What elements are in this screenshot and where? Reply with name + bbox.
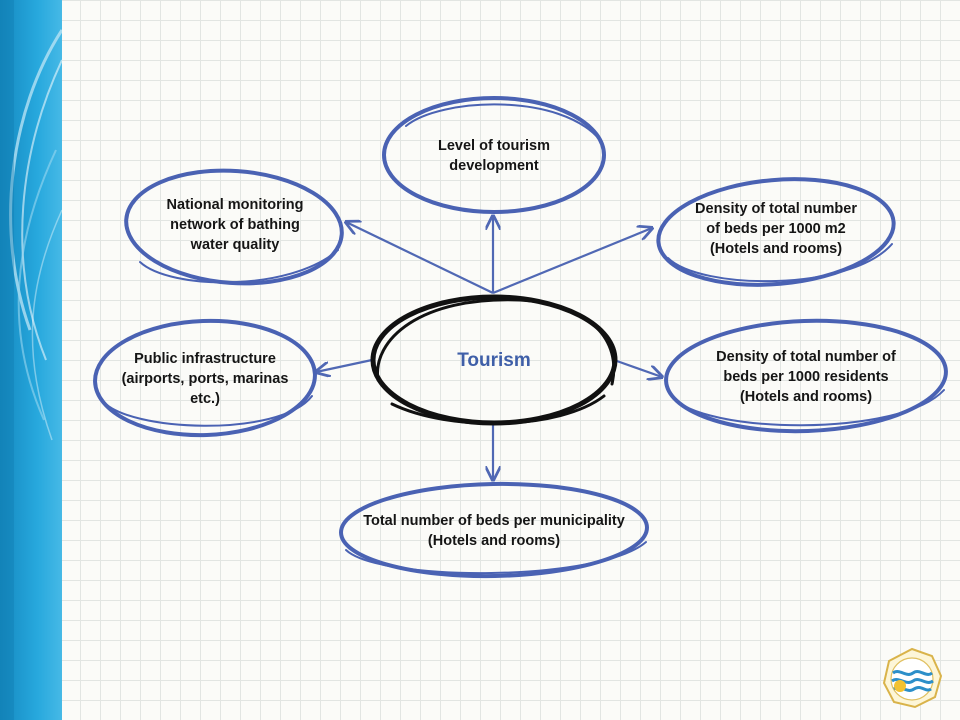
node-outline-monitoring — [124, 168, 344, 286]
node-outline-infrastructure — [93, 318, 317, 438]
center-outline — [370, 294, 618, 426]
center-node-tourism: Tourism — [414, 344, 574, 378]
node-text-line: of beds per 1000 m2 — [706, 221, 846, 237]
node-text-line: beds per 1000 residents — [723, 369, 889, 385]
node-text-line: (Hotels and rooms) — [427, 533, 561, 549]
node-density-area: Density of total number of beds per 1000… — [662, 196, 890, 262]
node-outline-beds-municipality — [339, 481, 649, 579]
node-text-line: water quality — [190, 237, 280, 253]
node-text-line: Level of tourism — [438, 138, 550, 154]
node-text-line: Public infrastructure — [134, 351, 276, 367]
node-text-line: Density of total number — [695, 201, 857, 217]
node-text-line: (Hotels and rooms) — [709, 241, 843, 257]
node-beds-municipality: Total number of beds per municipality (H… — [346, 508, 642, 554]
node-text-line: development — [449, 158, 539, 174]
node-monitoring: National monitoring network of bathing w… — [132, 192, 338, 258]
center-label: Tourism — [457, 350, 531, 371]
node-text-line: (Hotels and rooms) — [739, 389, 873, 405]
node-text-line: National monitoring — [166, 197, 304, 213]
node-text-line: network of bathing — [170, 217, 300, 233]
arrow-to-density-area — [492, 228, 652, 295]
node-text-line: etc.) — [190, 391, 220, 407]
node-infrastructure: Public infrastructure (airports, ports, … — [100, 346, 310, 412]
node-tourism-level: Level of tourism development — [392, 128, 596, 184]
logo-emblem-icon — [882, 647, 943, 709]
arrow-to-infrastructure — [316, 358, 373, 372]
node-text-line: Density of total number of — [716, 349, 896, 365]
node-outline-density-residents — [664, 318, 948, 434]
node-outline-tourism-level — [382, 96, 606, 214]
arrow-to-density-residents — [613, 358, 662, 377]
node-density-residents: Density of total number of beds per 1000… — [676, 344, 936, 410]
node-text-line: Total number of beds per municipality — [363, 513, 625, 529]
decorative-side-band — [0, 0, 62, 720]
node-outline-density-area — [656, 177, 896, 287]
arrow-to-monitoring — [346, 222, 494, 294]
node-text-line: (airports, ports, marinas — [121, 371, 289, 387]
